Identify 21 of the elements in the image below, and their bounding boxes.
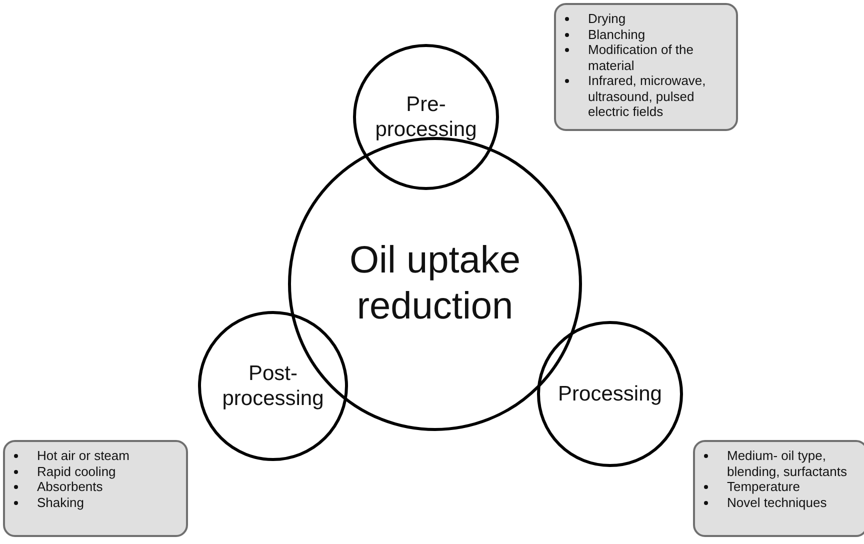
note-card [554, 3, 738, 131]
bullet-item: Absorbents [37, 479, 103, 494]
center-title: Oil uptake reduction [348, 238, 522, 329]
bullet-item: Blanching [588, 26, 646, 42]
bullet-item: Novel techniques [727, 494, 827, 510]
stage-circle [353, 44, 499, 190]
bullet-item: Drying [588, 11, 626, 26]
note-card [693, 440, 864, 537]
bullet-item: Shaking [37, 494, 84, 510]
bullet-item: Hot air or steam [37, 448, 130, 463]
stage-circle [198, 311, 348, 461]
bullet-item: Temperature [727, 479, 800, 494]
bullet-item: Infrared, microwave, ultrasound, pulsed electric fields [588, 73, 706, 119]
bullet-item: Rapid cooling [37, 464, 116, 478]
stage-label: Post-processing [221, 360, 325, 412]
stage-label: Pre-processing [374, 92, 478, 142]
note-card [3, 440, 188, 537]
bullet-item: Medium- oil type, blending, surfactants [727, 448, 847, 478]
bullet-item: Modification of the material [588, 42, 694, 72]
stage-label: Processing [557, 381, 663, 407]
stage-circle [537, 321, 683, 467]
